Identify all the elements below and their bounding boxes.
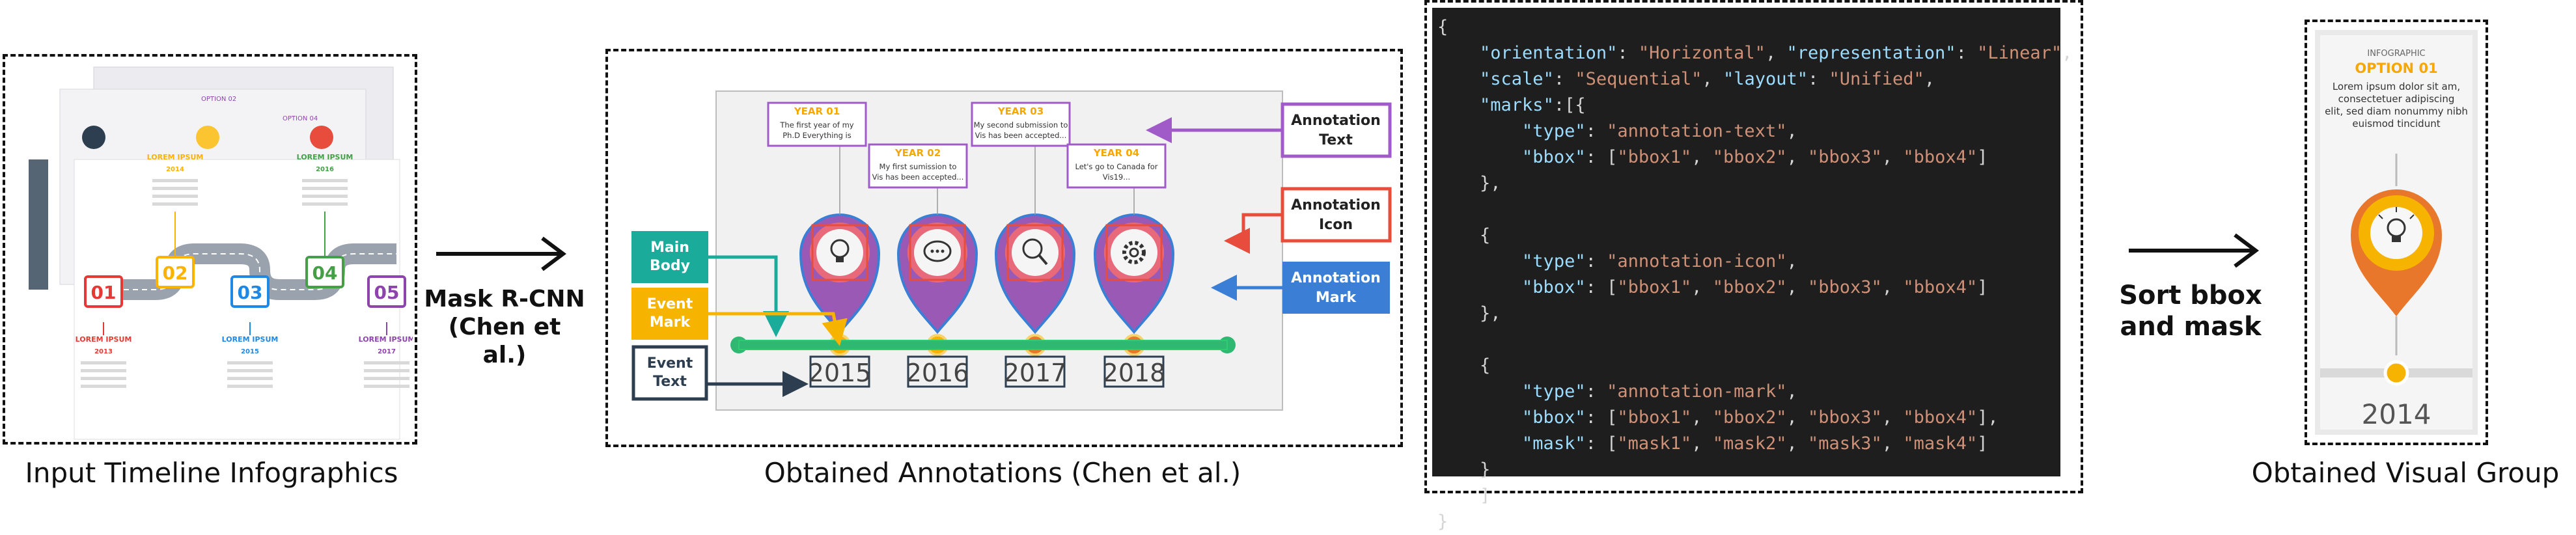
label-annotation-mark: Annotation: [1291, 270, 1381, 286]
callout-text: Vis has been accepted...: [872, 172, 964, 182]
year-label: 2016: [906, 359, 969, 387]
arrow-label-line-4: and mask: [2120, 312, 2262, 342]
label-annotation-text: Annotation: [1291, 113, 1381, 129]
input-item: LOREM IPSUM 2016 04: [297, 153, 353, 288]
arrow-right-icon-2: [2129, 233, 2259, 268]
label-annotation-icon-2: Icon: [1319, 217, 1353, 233]
magnifier-icon: [1022, 238, 1048, 266]
input-item-number: 01: [91, 282, 117, 303]
gear-icon: [1122, 241, 1146, 264]
label-main-body-2: Body: [650, 258, 690, 274]
label-annotation-mark-2: Mark: [1316, 290, 1357, 306]
light-bulb-icon: [830, 239, 850, 262]
callout-text: My first sumission to: [879, 162, 957, 171]
input-item-year: 2017: [378, 348, 396, 355]
input-item-number: 04: [312, 262, 338, 284]
input-caption: Input Timeline Infographics: [25, 457, 398, 489]
arrow-label-line-2: (Chen et al.): [448, 314, 561, 369]
arrow-label-line-3: Sort bbox: [2119, 281, 2262, 310]
output-caption: Obtained Visual Group: [2251, 457, 2560, 489]
visual-group: INFOGRAPHIC OPTION 01 Lorem ipsum dolor …: [2315, 30, 2478, 435]
annotation-text-box: YEAR 04 Let's go to Canada forVis19...: [1066, 143, 1167, 215]
json-code-block: { "orientation": "Horizontal", "represen…: [1432, 8, 2072, 532]
input-item-year: 2013: [94, 348, 113, 355]
callout-head: YEAR 02: [894, 147, 941, 159]
year-label: 2015: [809, 359, 872, 387]
callout-text: The first year of my: [779, 120, 853, 130]
visual-group-frame: [2305, 20, 2488, 445]
annotations-panel-frame: [605, 49, 1403, 447]
vg-option: OPTION 01: [2355, 61, 2437, 76]
input-item-year: 2014: [166, 166, 184, 173]
input-item-title: LOREM IPSUM: [147, 153, 204, 161]
arrow-label-sort: Sort bbox and mask: [2109, 280, 2272, 342]
input-item-number: 02: [163, 262, 188, 284]
json-panel-frame: [1424, 0, 2083, 493]
input-item-number: 03: [238, 282, 263, 303]
callout-head: YEAR 03: [997, 105, 1044, 117]
annotation-pin: 2017: [994, 213, 1076, 388]
year-label: 2017: [1004, 359, 1067, 387]
label-event-text-2: Text: [653, 374, 687, 390]
callout-text: My second submission to: [974, 120, 1068, 130]
input-item-title: LOREM IPSUM: [359, 335, 413, 344]
callout-text: Let's go to Canada for: [1075, 162, 1157, 171]
back-option-label-1: OPTION 02: [201, 96, 236, 103]
input-item-number: 05: [374, 282, 400, 303]
vg-year: 2014: [2362, 398, 2431, 430]
input-item: LOREM IPSUM 2015 03: [222, 275, 279, 388]
arrow-right-icon: [436, 236, 566, 271]
vg-tag: INFOGRAPHIC: [2367, 49, 2425, 59]
vg-body: Lorem ipsum dolor sit am,consectetuer ad…: [2325, 81, 2468, 130]
arrow-label-mask-rcnn: Mask R-CNN (Chen et al.): [423, 285, 586, 370]
home-icon: [82, 126, 105, 149]
chat-bubble-icon: [923, 240, 952, 262]
callout-head: YEAR 01: [794, 105, 840, 117]
input-item-title: LOREM IPSUM: [222, 335, 279, 344]
arrow-label-line-1: Mask R-CNN: [424, 286, 585, 312]
input-item-title: LOREM IPSUM: [76, 335, 132, 344]
callout-text: Ph.D Everything is: [782, 131, 852, 140]
input-item: LOREM IPSUM 2017 05: [359, 275, 413, 388]
input-item: LOREM IPSUM 2013 01: [76, 275, 132, 388]
label-event-text: Event: [647, 355, 693, 372]
label-main-body: Main: [650, 240, 689, 256]
callout-text: Vis19...: [1103, 172, 1130, 182]
input-item: LOREM IPSUM 2014 02: [147, 153, 204, 288]
back-option-label-2: OPTION 04: [283, 115, 318, 122]
input-item-year: 2015: [241, 348, 259, 355]
annotations-caption: Obtained Annotations (Chen et al.): [764, 457, 1241, 489]
input-infographic: OPTION 02 OPTION 04 LOREM IPSUM201301LOR…: [29, 66, 413, 440]
year-label: 2018: [1103, 359, 1166, 387]
label-event-mark-2: Mark: [650, 314, 691, 331]
user-icon: [196, 126, 219, 149]
annotated-infographic: 2015 2016 2017 2018 YEAR 01 The first year of…: [631, 90, 1392, 411]
label-event-mark: Event: [647, 296, 693, 312]
star-icon: [310, 126, 333, 149]
callout-text: Vis has been accepted...: [975, 131, 1067, 140]
light-bulb-icon: [2378, 207, 2415, 242]
label-annotation-icon: Annotation: [1291, 197, 1381, 213]
callout-head: YEAR 04: [1093, 147, 1139, 159]
input-item-year: 2016: [316, 166, 334, 173]
input-item-title: LOREM IPSUM: [297, 153, 353, 161]
input-panel-frame: [3, 54, 417, 445]
label-annotation-text-2: Text: [1319, 132, 1353, 148]
